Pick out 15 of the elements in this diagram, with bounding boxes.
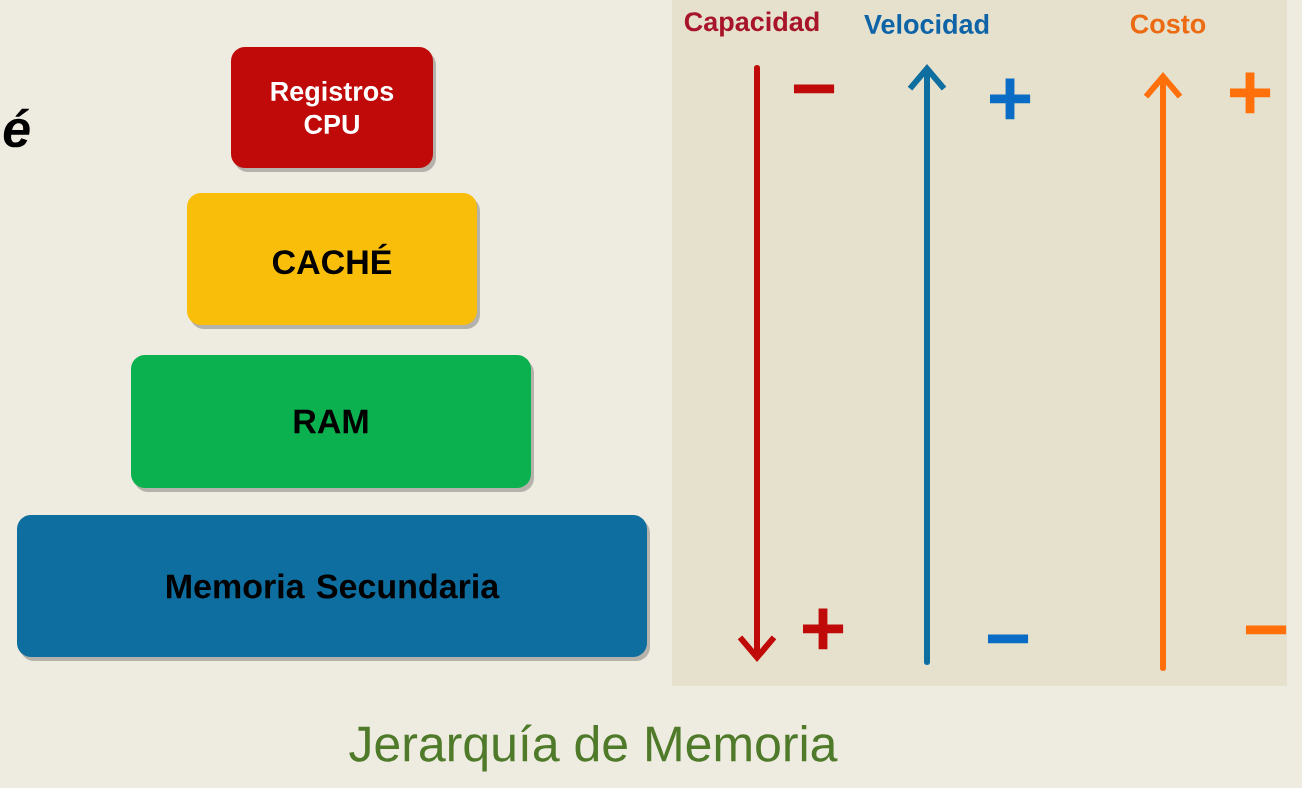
plus-sign: +	[1230, 72, 1271, 114]
minus-sign: −	[987, 634, 1029, 644]
memory-box: Registros CPU	[231, 47, 433, 168]
column-header: Velocidad	[864, 14, 989, 34]
letter-fragment: é	[3, 108, 30, 148]
memory-box: Memoria Secundaria	[17, 515, 647, 657]
memory-box: RAM	[131, 355, 531, 488]
plus-sign: +	[803, 608, 844, 650]
memory-box: CACHÉ	[187, 193, 477, 325]
minus-sign: −	[793, 84, 835, 94]
column-header: Capacidad	[684, 11, 819, 37]
column-header: Costo	[1130, 14, 1206, 34]
minus-sign: −	[1246, 625, 1287, 635]
caption: Jerarquía de Memoria	[349, 724, 838, 772]
plus-sign: +	[990, 78, 1031, 120]
